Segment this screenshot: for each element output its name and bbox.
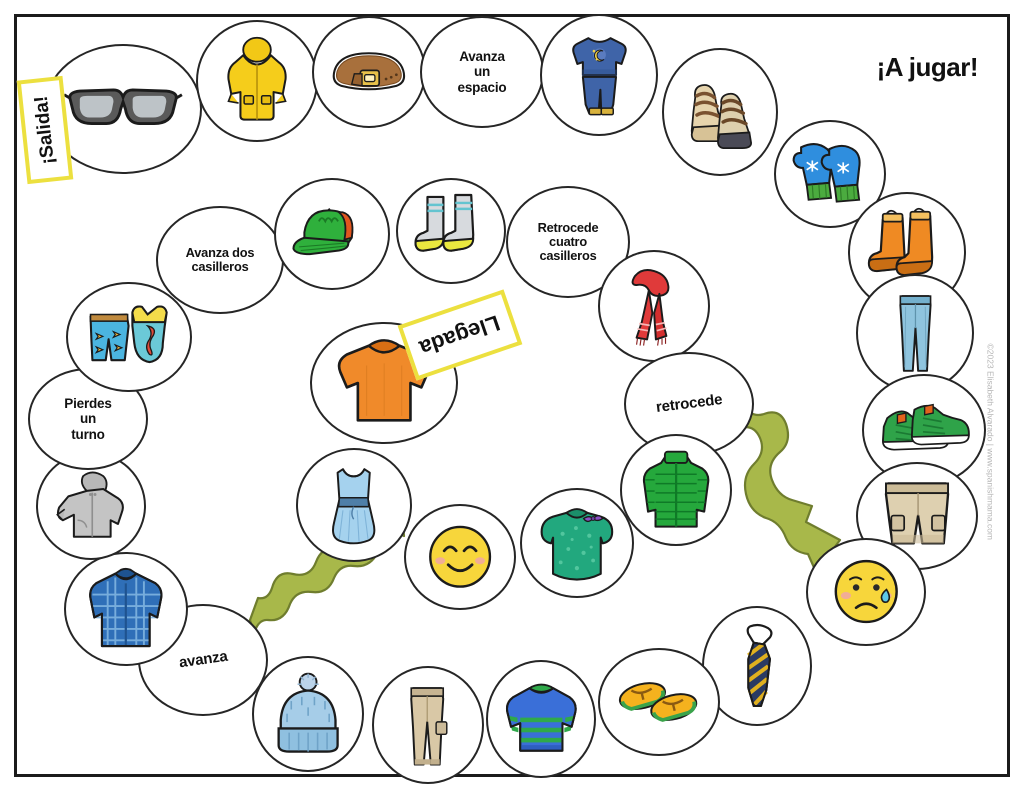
shorts-icon (871, 475, 963, 556)
board-space-plaid-shirt[interactable] (64, 552, 188, 666)
board-space-pajamas[interactable] (540, 14, 658, 136)
board-space-red-scarf[interactable] (598, 250, 710, 362)
necktie-icon (716, 621, 799, 711)
socks-icon (410, 191, 493, 271)
pajamas-icon (555, 29, 644, 121)
space-label: Pierdes un turno (64, 396, 112, 442)
raincoat-icon (211, 35, 303, 127)
green-blouse-icon (534, 502, 620, 585)
board-space-baseball-cap[interactable] (274, 178, 390, 290)
striped-sweater-icon (500, 675, 583, 764)
board-space-green-blouse[interactable] (520, 488, 634, 598)
board-space-raincoat[interactable] (196, 20, 318, 142)
beanie-hat-icon (266, 670, 350, 757)
orange-tshirt-icon (328, 337, 440, 429)
space-label: avanza (177, 647, 229, 671)
board-space-shorts[interactable] (856, 462, 978, 570)
start-tag-label: ¡Salida! (30, 94, 59, 166)
board-space-gray-hoodie[interactable] (36, 452, 146, 560)
flip-flops-icon (613, 661, 705, 742)
board-space-avanza-dos-casilleros[interactable]: Avanza dos casilleros (156, 206, 284, 314)
copyright-notice: ©2023 Elisabeth Alvarado | www.spanishma… (986, 343, 996, 540)
khaki-pants-icon (386, 681, 470, 770)
board-space-socks[interactable] (396, 178, 506, 284)
board-space-blue-dress[interactable] (296, 448, 412, 562)
mittens-icon (788, 133, 872, 214)
space-label: Avanza dos casilleros (185, 244, 255, 274)
board-space-khaki-pants[interactable] (372, 666, 484, 784)
board-space-beanie-hat[interactable] (252, 656, 364, 772)
space-label: retrocede (654, 390, 723, 416)
board-space-jeans[interactable] (856, 274, 974, 392)
board-space-wedge-sandals[interactable] (662, 48, 778, 176)
space-label: Retrocede cuatro casilleros (537, 219, 599, 264)
rain-boots-icon (863, 207, 952, 297)
board-space-sad-face[interactable] (806, 538, 926, 646)
board-space-avanza-un-espacio[interactable]: Avanza un espacio (420, 16, 544, 128)
baseball-cap-icon (288, 192, 375, 276)
eyeglasses-icon (63, 60, 183, 158)
board-space-smiley-face[interactable] (404, 504, 516, 610)
sad-face-icon (821, 551, 911, 632)
board-space-swimwear[interactable] (66, 282, 192, 392)
belt-icon (326, 30, 412, 114)
jeans-icon (871, 289, 960, 378)
red-scarf-icon (612, 264, 696, 348)
board-space-puffer-jacket[interactable] (620, 434, 732, 546)
blue-dress-icon (310, 462, 397, 548)
swimwear-icon (81, 296, 176, 379)
board-space-mittens[interactable] (774, 120, 886, 228)
board-space-belt[interactable] (312, 16, 426, 128)
gray-hoodie-icon (50, 465, 133, 546)
plaid-shirt-icon (79, 566, 173, 652)
wedge-sandals-icon (676, 64, 763, 161)
sneakers-icon (877, 388, 971, 472)
board-space-striped-sweater[interactable] (486, 660, 596, 778)
page-title: ¡A jugar! (876, 52, 979, 82)
board-space-flip-flops[interactable] (598, 648, 720, 756)
smiley-face-icon (418, 517, 502, 597)
finish-tag-label: Llegada (416, 310, 504, 361)
space-label: Avanza un espacio (457, 49, 507, 95)
board-space-necktie[interactable] (702, 606, 812, 726)
puffer-jacket-icon (634, 448, 718, 532)
board-space-orange-tshirt[interactable] (310, 322, 458, 444)
